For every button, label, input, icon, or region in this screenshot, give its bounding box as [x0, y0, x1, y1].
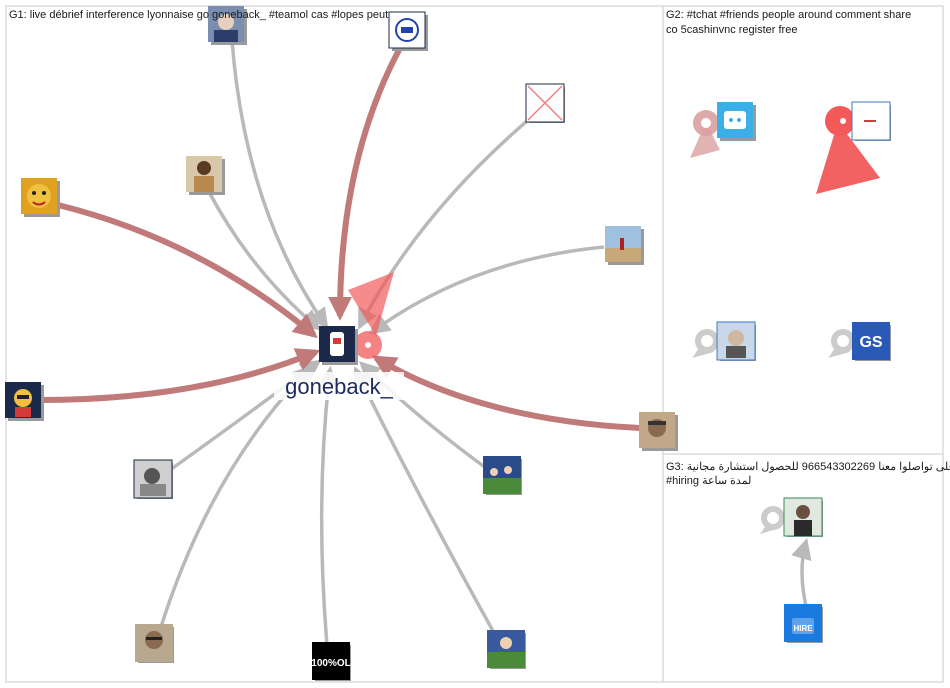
node-app[interactable]	[717, 102, 756, 141]
g3-title: G3: على تواصلوا معنا 966543302269 للحصول…	[666, 461, 950, 473]
node-g3-bald[interactable]	[783, 497, 823, 537]
edge-top-photo	[230, 39, 329, 330]
gs-logo: GS	[859, 334, 882, 351]
node-ol-logo[interactable]	[388, 11, 428, 51]
node-cartoon[interactable]	[5, 382, 44, 421]
node-bw[interactable]	[133, 459, 173, 499]
node-broken-image[interactable]	[525, 83, 565, 123]
hub-node[interactable]	[319, 326, 358, 365]
node-gs[interactable]: GS	[852, 322, 891, 361]
edge-portrait	[206, 189, 322, 331]
g3-panel	[662, 453, 944, 683]
node-top-photo[interactable]	[208, 6, 247, 45]
g1-title: G1: live débrief interference lyonnaise …	[9, 9, 388, 21]
node-hire[interactable]: HIRE	[784, 604, 823, 643]
g2-dash-node-group	[816, 101, 891, 194]
edge-tiger	[57, 202, 318, 339]
edge-man	[158, 365, 313, 631]
node-field[interactable]	[605, 226, 644, 265]
edge-field	[368, 245, 605, 335]
node-portrait[interactable]	[186, 156, 225, 195]
g2-man-node-group	[692, 321, 756, 361]
edge-cartoon	[39, 348, 321, 403]
node-g2-man[interactable]	[716, 321, 756, 361]
node-dash[interactable]	[851, 101, 891, 141]
g2-app-node-group	[690, 102, 756, 158]
g2-panel	[662, 5, 944, 455]
100ol-logo: 100%OL	[311, 658, 350, 669]
node-player[interactable]	[487, 630, 526, 669]
edge-player	[354, 366, 500, 641]
node-tiger[interactable]	[21, 178, 60, 217]
minus-icon	[864, 120, 876, 122]
g2-title-2: co 5cashinvnc register free	[666, 24, 797, 36]
broken-image-icon	[527, 85, 563, 121]
edge-selfie	[371, 355, 641, 431]
hub-label: goneback_	[285, 374, 393, 399]
node-team[interactable]	[483, 456, 522, 495]
node-selfie[interactable]	[639, 412, 678, 451]
edge-ol	[328, 46, 403, 321]
g3-bald-node-group	[760, 497, 823, 537]
node-100ol[interactable]: 100%OL	[311, 642, 351, 681]
node-man[interactable]	[135, 624, 174, 663]
g3-title-2: #hiring لمدة ساعة	[666, 475, 751, 487]
hub-self-loop-arrow	[348, 272, 394, 336]
g2-title: G2: #tchat #friends people around commen…	[666, 9, 911, 21]
edge-100ol	[317, 365, 339, 646]
g2-gs-node-group: GS	[828, 322, 891, 361]
hire-icon: HIRE	[793, 624, 813, 633]
g1-gray-edges	[158, 39, 605, 646]
g3-edge	[791, 537, 812, 607]
